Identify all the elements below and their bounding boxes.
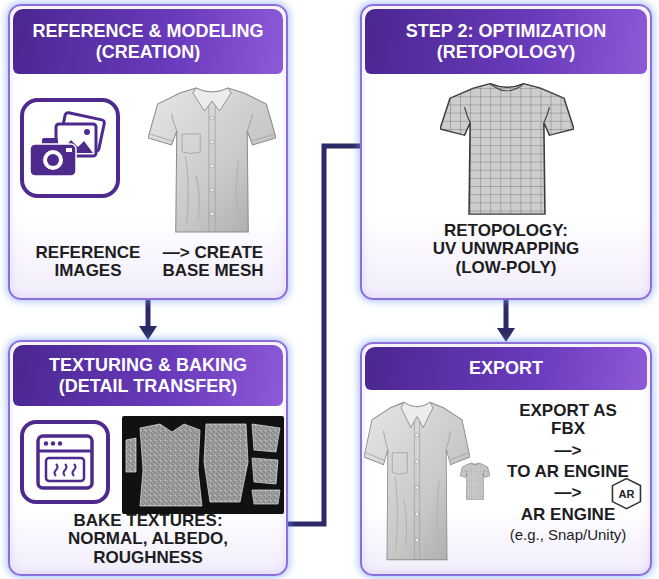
photo-card bbox=[56, 124, 96, 156]
ar-hexagon bbox=[612, 479, 640, 509]
step-text: —> CREATE BASE MESH bbox=[142, 244, 284, 281]
base-mesh-shirt bbox=[148, 88, 276, 232]
panel-heading: REFERENCE & MODELING (CREATION) bbox=[13, 9, 283, 74]
step-text: TO AR ENGINE bbox=[507, 463, 629, 481]
badge-text: AR bbox=[611, 480, 641, 508]
step-text: REFERENCE IMAGES bbox=[30, 244, 146, 281]
panel-heading: TEXTURING & BAKING (DETAIL TRANSFER) bbox=[13, 345, 283, 406]
text-slot: (e.g., Snap/Unity) bbox=[510, 527, 627, 543]
ar-badge bbox=[612, 479, 640, 509]
camera-lens-inner bbox=[47, 154, 59, 166]
text-column: EXPORT AS FBX —> TO AR ENGINE —> AR ENGINE (e… bbox=[484, 402, 652, 543]
panel-heading: STEP 2: OPTIMIZATION (RETOPOLOGY) bbox=[365, 9, 647, 74]
camera-body bbox=[30, 144, 76, 176]
step-text: RETOPOLOGY: UV UNWRAPPING (LOW-POLY) bbox=[430, 222, 582, 277]
heading-slot: EXPORT bbox=[365, 347, 647, 390]
text-slot: REFERENCE IMAGES bbox=[30, 244, 146, 281]
step-text: —> bbox=[555, 484, 582, 502]
step-panel: TEXTURING & BAKING (DETAIL TRANSFER) BAKE… bbox=[8, 340, 288, 576]
text-slot: AR ENGINE bbox=[521, 506, 615, 524]
heat-waves bbox=[55, 464, 76, 476]
uv-island bbox=[252, 458, 278, 484]
small-wireframe-shirt bbox=[460, 462, 490, 500]
icon-frame bbox=[22, 100, 118, 196]
photo-sun bbox=[84, 129, 90, 135]
step-text: (e.g., Snap/Unity) bbox=[510, 527, 627, 543]
text-slot: EXPORT AS FBX bbox=[508, 402, 628, 439]
text-slot: —> bbox=[555, 484, 582, 502]
step-text: BAKE TEXTURES: NORMAL, ALBEDO, ROUGHNESS bbox=[48, 512, 248, 567]
oven-knob bbox=[51, 441, 55, 445]
uv-island bbox=[252, 424, 280, 452]
text-slot: RETOPOLOGY: UV UNWRAPPING (LOW-POLY) bbox=[430, 222, 582, 277]
uv-island bbox=[204, 424, 248, 502]
heading-slot: STEP 2: OPTIMIZATION (RETOPOLOGY) bbox=[365, 9, 647, 74]
heading-slot: TEXTURING & BAKING (DETAIL TRANSFER) bbox=[13, 345, 283, 406]
camera-lens bbox=[43, 150, 63, 170]
uv-island bbox=[140, 424, 202, 506]
camera-flash bbox=[66, 148, 72, 152]
photo-card bbox=[59, 112, 105, 152]
panel-heading: EXPORT bbox=[365, 347, 647, 390]
text-slot: TO AR ENGINE bbox=[507, 463, 629, 481]
step-panel: STEP 2: OPTIMIZATION (RETOPOLOGY) RETOPOL… bbox=[360, 4, 652, 300]
uv-island bbox=[252, 490, 280, 504]
oven-icon bbox=[22, 422, 108, 502]
oven-panel-line bbox=[38, 450, 92, 453]
step-text: AR ENGINE bbox=[521, 506, 615, 524]
photo-mountain bbox=[60, 140, 93, 153]
text-slot: —> bbox=[555, 442, 582, 460]
step-text: —> bbox=[555, 442, 582, 460]
flow-connector bbox=[288, 146, 360, 524]
camera-icon bbox=[22, 100, 118, 196]
text-slot: —> CREATE BASE MESH bbox=[142, 244, 284, 281]
icon-frame bbox=[22, 422, 108, 502]
step-panel: REFERENCE & MODELING (CREATION) REFERENCE… bbox=[8, 4, 288, 300]
heading-slot: REFERENCE & MODELING (CREATION) bbox=[13, 9, 283, 74]
text-slot: BAKE TEXTURES: NORMAL, ALBEDO, ROUGHNESS bbox=[48, 512, 248, 567]
uv-background bbox=[122, 416, 284, 514]
camera-top bbox=[42, 138, 58, 147]
uv-map bbox=[122, 416, 284, 514]
oven-knob bbox=[44, 441, 48, 445]
uv-island bbox=[126, 438, 136, 472]
oven-body bbox=[38, 436, 92, 488]
flow-connector bbox=[146, 300, 151, 326]
step-panel: EXPORT AS FBX —> TO AR ENGINE —> AR ENGINE (e… bbox=[360, 342, 652, 576]
oven-knob bbox=[58, 441, 62, 445]
label-slot: AR bbox=[611, 480, 641, 508]
oven-window bbox=[46, 458, 84, 481]
flow-connector bbox=[504, 300, 509, 328]
export-shirt bbox=[364, 402, 470, 559]
wireframe-shirt bbox=[440, 80, 574, 216]
step-text: EXPORT AS FBX bbox=[508, 402, 628, 439]
